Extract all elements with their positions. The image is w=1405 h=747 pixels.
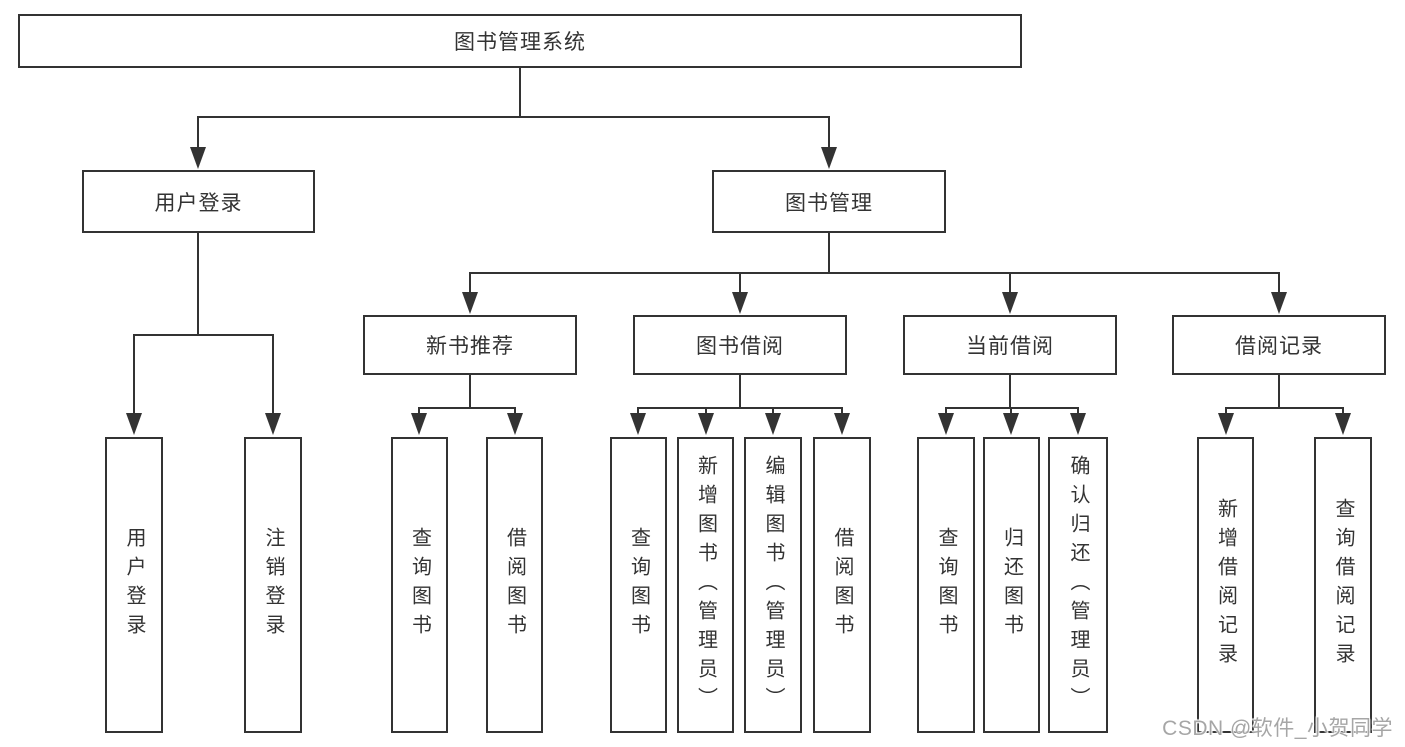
leaf-current-query-books: 查询图书 — [917, 437, 975, 733]
leaf-user-login: 用户登录 — [105, 437, 163, 733]
node-new-book-recommend: 新书推荐 — [363, 315, 577, 375]
node-user-login: 用户登录 — [82, 170, 315, 233]
leaf-confirm-return-admin-label: 确认归还（管理员） — [1067, 454, 1089, 716]
leaf-add-borrow-record-label: 新增借阅记录 — [1214, 498, 1237, 672]
leaf-recommend-query-books: 查询图书 — [391, 437, 448, 733]
arrowhead-icons — [126, 147, 1351, 435]
leaf-return-books: 归还图书 — [983, 437, 1040, 733]
node-book-management-label: 图书管理 — [785, 191, 873, 215]
node-user-login-label: 用户登录 — [154, 191, 243, 215]
leaf-borrow-query-books: 查询图书 — [610, 437, 667, 733]
leaf-edit-books-admin-label: 编辑图书（管理员） — [762, 454, 784, 716]
leaf-logout: 注销登录 — [244, 437, 302, 733]
node-borrow-records-label: 借阅记录 — [1235, 335, 1323, 358]
node-book-borrow: 图书借阅 — [633, 315, 847, 375]
leaf-add-books-admin: 新增图书（管理员） — [677, 437, 734, 733]
leaf-add-borrow-record: 新增借阅记录 — [1197, 437, 1254, 733]
node-new-book-recommend-label: 新书推荐 — [426, 335, 514, 358]
leaf-recommend-borrow-books-label: 借阅图书 — [503, 527, 526, 643]
leaf-recommend-query-books-label: 查询图书 — [408, 527, 431, 643]
leaf-user-login-label: 用户登录 — [123, 527, 145, 643]
leaf-edit-books-admin: 编辑图书（管理员） — [744, 437, 802, 733]
leaf-query-borrow-record-label: 查询借阅记录 — [1332, 498, 1354, 672]
node-borrow-records: 借阅记录 — [1172, 315, 1386, 375]
leaf-return-books-label: 归还图书 — [1000, 527, 1023, 643]
watermark-text: CSDN @软件_小贺同学 — [1162, 717, 1393, 740]
leaf-query-borrow-record: 查询借阅记录 — [1314, 437, 1372, 733]
node-book-management: 图书管理 — [712, 170, 946, 233]
leaf-add-books-admin-label: 新增图书（管理员） — [694, 454, 717, 716]
node-current-borrow: 当前借阅 — [903, 315, 1117, 375]
node-root-label: 图书管理系统 — [454, 31, 586, 54]
node-book-borrow-label: 图书借阅 — [696, 335, 784, 358]
node-current-borrow-label: 当前借阅 — [966, 335, 1054, 358]
leaf-borrow-query-books-label: 查询图书 — [627, 527, 650, 643]
leaf-logout-label: 注销登录 — [262, 527, 284, 643]
leaf-confirm-return-admin: 确认归还（管理员） — [1048, 437, 1108, 733]
leaf-borrow-books-label: 借阅图书 — [831, 527, 853, 643]
leaf-recommend-borrow-books: 借阅图书 — [486, 437, 543, 733]
leaf-borrow-books: 借阅图书 — [813, 437, 871, 733]
leaf-current-query-books-label: 查询图书 — [935, 527, 957, 643]
node-root: 图书管理系统 — [18, 14, 1022, 68]
